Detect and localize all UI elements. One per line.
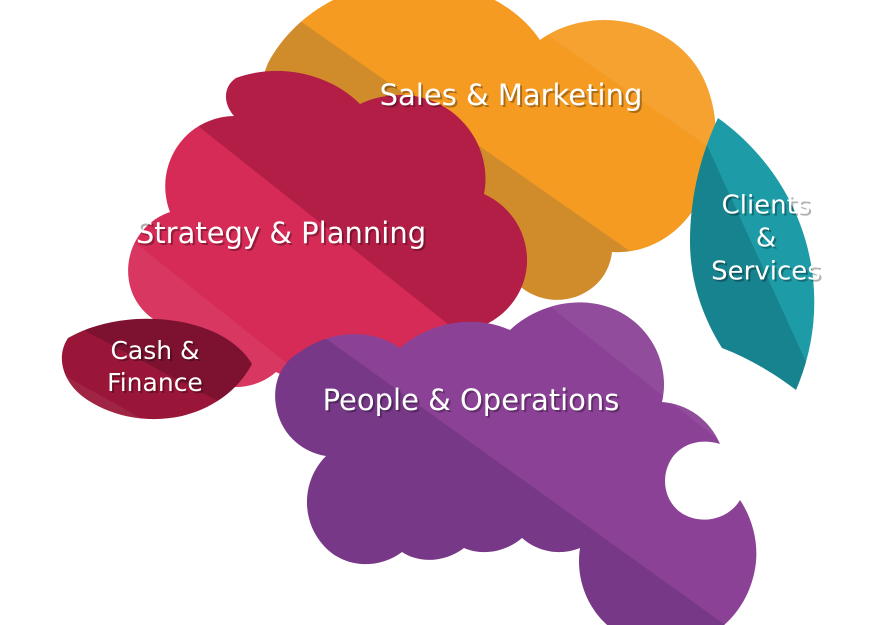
label-strategy-planning-group: Strategy & Planning Strategy & Planning [136, 216, 428, 252]
label-sales-marketing-group: Sales & Marketing Sales & Marketing [380, 78, 645, 114]
label-clients-services-line1: Clients [722, 191, 811, 221]
label-sales-marketing: Sales & Marketing [380, 78, 643, 112]
label-people-operations: People & Operations [323, 383, 620, 417]
label-sales-marketing-shadow: Sales & Marketing [382, 80, 645, 114]
label-cash-finance-line2: Finance [107, 368, 203, 397]
label-strategy-planning-shadow: Strategy & Planning [138, 218, 428, 252]
label-clients-services-line2: & [756, 224, 776, 254]
lobe-cash-finance[interactable] [50, 310, 265, 430]
label-clients-services-group: Clients Clients & & Services Services [711, 191, 823, 289]
label-people-operations-group: People & Operations People & Operations [323, 383, 622, 419]
label-cash-finance-line1: Cash & [110, 336, 199, 365]
label-cash-finance-group: Cash & Cash & Finance Finance [107, 336, 205, 399]
lobe-people-operations[interactable] [260, 290, 757, 625]
label-clients-services-line2-shadow: & [758, 226, 778, 256]
label-cash-finance-line1-shadow: Cash & [112, 338, 201, 367]
label-cash-finance-line2-shadow: Finance [109, 370, 205, 399]
label-clients-services-line3-shadow: Services [713, 259, 823, 289]
lobe-people-operations-facet [275, 302, 740, 625]
label-people-operations-shadow: People & Operations [325, 385, 622, 419]
label-strategy-planning: Strategy & Planning [136, 216, 426, 250]
label-clients-services-line1-shadow: Clients [724, 193, 813, 223]
label-clients-services-line3: Services [711, 257, 821, 287]
